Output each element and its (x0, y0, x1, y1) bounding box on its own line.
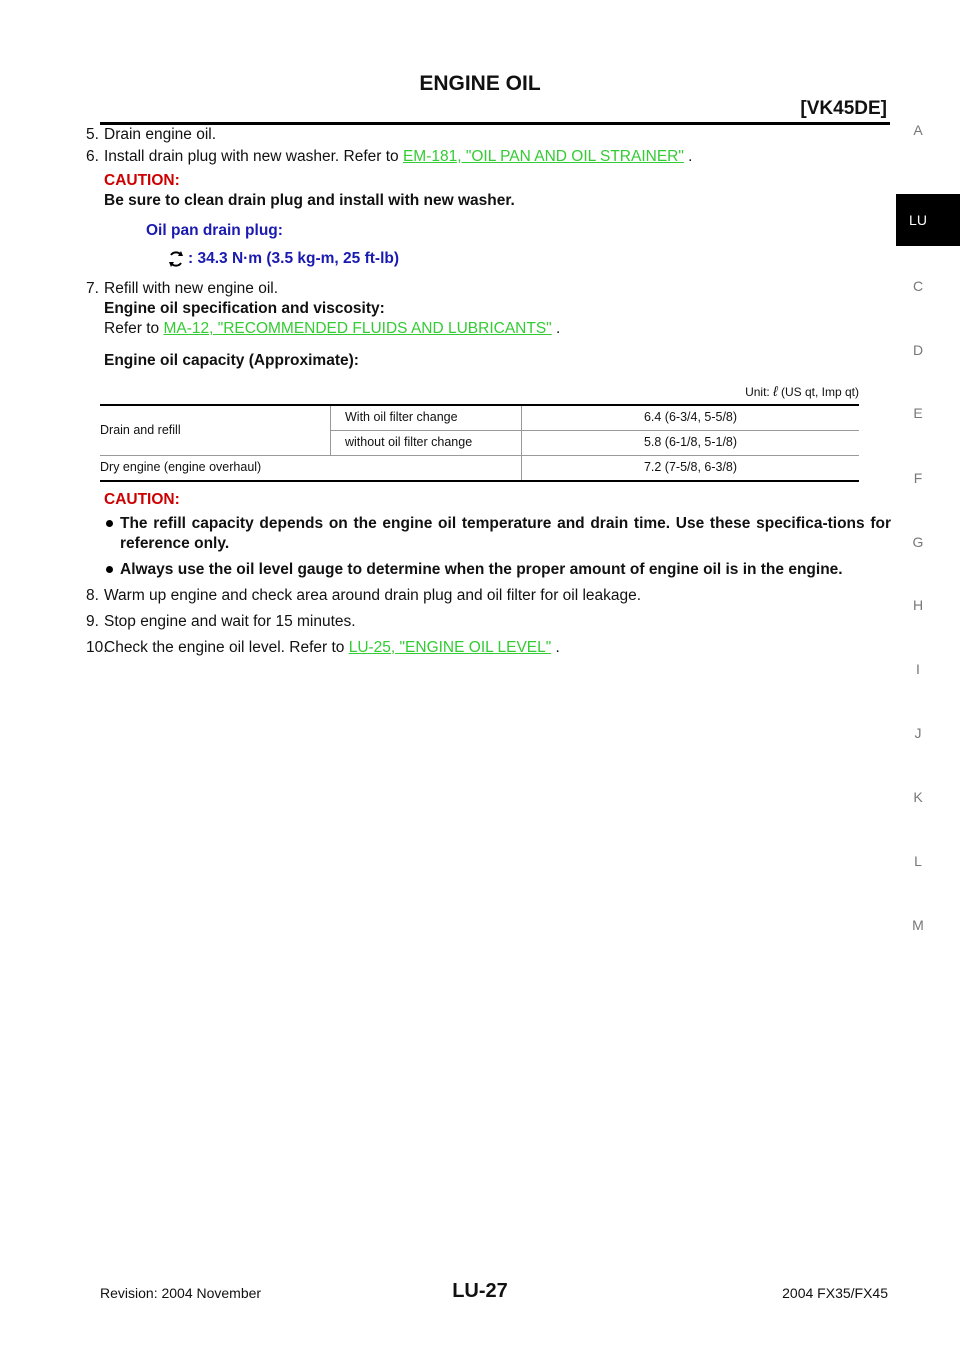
table-cell-value: 5.8 (6-1/8, 5-1/8) (521, 430, 859, 456)
step-8: 8. Warm up engine and check area around … (86, 586, 891, 606)
torque-wrench-icon (169, 251, 183, 267)
footer-revision: Revision: 2004 November (100, 1285, 262, 1301)
torque-line: : 34.3 N·m (3.5 kg-m, 25 ft-lb) (168, 249, 891, 269)
step-text: Stop engine and wait for 15 minutes. (104, 613, 356, 630)
table-row: without oil filter change 5.8 (6-1/8, 5-… (100, 430, 859, 456)
caution-bullet-text: The refill capacity depends on the engin… (120, 515, 891, 552)
caution-label: CAUTION: (104, 491, 180, 508)
step-text: Install drain plug with new washer. Refe… (104, 148, 403, 165)
step-6: 6. Install drain plug with new washer. R… (86, 147, 891, 269)
bullet-dot (106, 566, 113, 573)
side-index-f[interactable]: F (913, 470, 923, 486)
step-number: 6. (86, 148, 99, 165)
page-title: ENGINE OIL (419, 72, 541, 95)
capacity-cautions: CAUTION: The refill capacity depends on … (104, 490, 891, 580)
capacity-title: Engine oil capacity (Approximate): (104, 352, 359, 369)
step-text-end: . (551, 639, 560, 656)
liter-symbol: ℓ (773, 383, 778, 399)
refer-line: Refer to MA-12, "RECOMMENDED FLUIDS AND … (104, 319, 891, 339)
torque-value: : 34.3 N·m (3.5 kg-m, 25 ft-lb) (188, 250, 400, 267)
step-text-end: . (683, 148, 693, 165)
table-cell-condition: without oil filter change (330, 430, 522, 456)
capacity-table: Drain and refill With oil filter change … (100, 404, 859, 482)
side-index-h[interactable]: H (912, 597, 924, 613)
step-9: 9. Stop engine and wait for 15 minutes. (86, 612, 891, 632)
side-index-lu[interactable]: LU (896, 194, 960, 246)
footer-page-number: LU-27 (452, 1280, 508, 1302)
side-index-j[interactable]: J (914, 725, 922, 741)
footer-model: 2004 FX35/FX45 (782, 1285, 888, 1301)
side-index-c[interactable]: C (912, 278, 924, 294)
torque-spec: Oil pan drain plug: : 34.3 N·m (3.5 kg-m… (146, 221, 891, 269)
unit-line: Unit: ℓ (US qt, Imp qt) (86, 381, 891, 402)
table-row: Dry engine (engine overhaul) 7.2 (7-5/8,… (100, 455, 859, 481)
caution-bullet: Always use the oil level gauge to determ… (104, 560, 891, 580)
step-text: Drain engine oil. (104, 126, 217, 143)
side-index-d[interactable]: D (912, 342, 924, 358)
link-em-181[interactable]: EM-181, "OIL PAN AND OIL STRAINER" (402, 148, 684, 165)
step-text: Warm up engine and check area around dra… (104, 587, 642, 604)
side-index-i[interactable]: I (916, 661, 920, 677)
step-number: 8. (86, 587, 99, 604)
step-number: 7. (86, 280, 99, 297)
link-ma-12[interactable]: MA-12, "RECOMMENDED FLUIDS AND LUBRICANT… (163, 320, 552, 337)
step-number: 10. (86, 639, 108, 656)
procedure-content: 5. Drain engine oil. 6. Install drain pl… (86, 125, 891, 658)
table-cell-value: 6.4 (6-3/4, 5-5/8) (521, 405, 859, 431)
step-number: 5. (86, 126, 99, 143)
step-number: 9. (86, 613, 99, 630)
table-row: Drain and refill With oil filter change … (100, 405, 859, 456)
step-5: 5. Drain engine oil. (86, 125, 891, 145)
side-index-l[interactable]: L (914, 853, 922, 869)
side-index-m[interactable]: M (912, 917, 924, 933)
step-7: 7. Refill with new engine oil. Engine oi… (86, 279, 891, 339)
unit-prefix: Unit: (745, 385, 774, 399)
table-cell-group: Drain and refill (100, 405, 331, 456)
side-index-lu-label: LU (909, 212, 927, 228)
torque-label: Oil pan drain plug: (146, 222, 283, 239)
side-index: A LU C D E F G H I J K L M (896, 0, 960, 1358)
step-10: 10. Check the engine oil level. Refer to… (86, 638, 891, 658)
step-text: Check the engine oil level. Refer to (104, 639, 349, 656)
spec-heading: Engine oil specification and viscosity: (104, 300, 385, 317)
step-text: Refill with new engine oil. (104, 280, 279, 297)
refer-text: Refer to (104, 320, 164, 337)
table-cell-condition: With oil filter change (330, 405, 522, 431)
caution-text: Be sure to clean drain plug and install … (104, 192, 515, 209)
link-lu-25[interactable]: LU-25, "ENGINE OIL LEVEL" (348, 639, 552, 656)
side-index-g[interactable]: G (912, 534, 924, 550)
caution-label: CAUTION: (104, 172, 180, 189)
unit-suffix: (US qt, Imp qt) (777, 385, 859, 399)
table-cell-group: Dry engine (engine overhaul) (100, 460, 262, 474)
side-index-k[interactable]: K (913, 789, 923, 805)
engine-code: [VK45DE] (800, 98, 887, 119)
side-index-a[interactable]: A (913, 122, 923, 138)
side-index-e[interactable]: E (913, 405, 923, 421)
bullet-dot (106, 520, 113, 527)
header-rule (100, 122, 890, 125)
caution-bullet-text: Always use the oil level gauge to determ… (120, 561, 843, 578)
table-cell-value: 7.2 (7-5/8, 6-3/8) (521, 455, 859, 481)
refer-text-end: . (551, 320, 561, 337)
caution-bullet: The refill capacity depends on the engin… (104, 514, 891, 554)
